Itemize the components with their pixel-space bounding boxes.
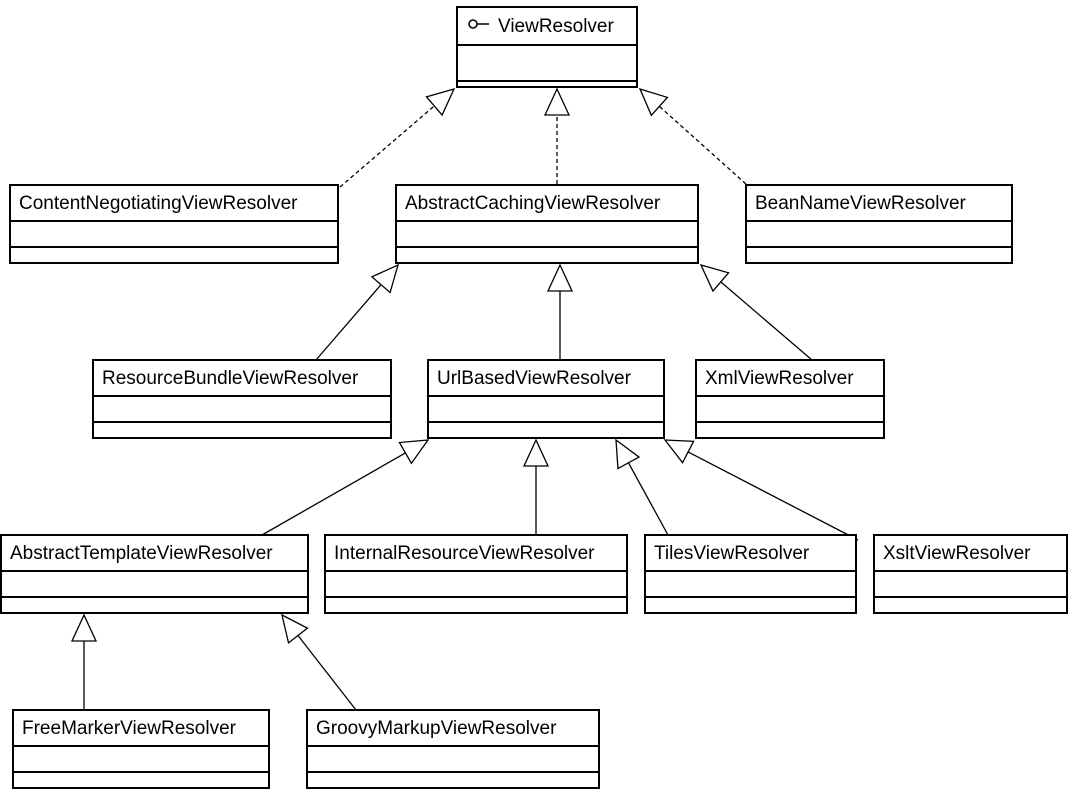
class-name: InternalResourceViewResolver	[326, 536, 626, 572]
class-box-abstractcachingviewresolver[interactable]: AbstractCachingViewResolver	[395, 184, 699, 264]
attributes-compartment	[747, 222, 1011, 248]
edge-cn	[339, 105, 435, 188]
arrowhead-xslt	[663, 439, 695, 464]
class-box-urlbasedviewresolver[interactable]: UrlBasedViewResolver	[427, 359, 665, 439]
class-box-viewresolver[interactable]: ViewResolver	[456, 6, 638, 88]
class-box-xmlviewresolver[interactable]: XmlViewResolver	[695, 359, 885, 439]
class-name: FreeMarkerViewResolver	[14, 711, 268, 747]
operations-compartment	[11, 248, 337, 254]
attributes-compartment	[94, 397, 390, 423]
class-name: AbstractTemplateViewResolver	[2, 536, 307, 572]
operations-compartment	[308, 773, 598, 779]
attributes-compartment	[397, 222, 697, 248]
edge-gm	[297, 635, 357, 711]
arrowhead-fm	[70, 613, 98, 642]
interface-lollipop-icon	[468, 19, 489, 29]
attributes-compartment	[11, 222, 337, 248]
arrowhead-bn	[638, 87, 669, 117]
class-name: XsltViewResolver	[875, 536, 1066, 572]
operations-compartment	[429, 423, 663, 429]
edge-tiles	[627, 462, 669, 536]
class-box-beannameviewresolver[interactable]: BeanNameViewResolver	[745, 184, 1013, 264]
operations-compartment	[2, 598, 307, 604]
arrowhead-gm	[281, 613, 309, 645]
edge-bn	[658, 105, 747, 185]
class-name: ContentNegotiatingViewResolver	[11, 186, 337, 222]
arrowhead-rb	[370, 263, 400, 294]
class-name: BeanNameViewResolver	[747, 186, 1011, 222]
class-name: TilesViewResolver	[646, 536, 855, 572]
arrowhead-acv	[543, 87, 571, 116]
class-box-tilesviewresolver[interactable]: TilesViewResolver	[644, 534, 857, 614]
attributes-compartment	[326, 572, 626, 598]
attributes-compartment	[14, 747, 268, 773]
attributes-compartment	[458, 46, 636, 82]
edge-xslt	[687, 451, 859, 541]
class-name: GroovyMarkupViewResolver	[308, 711, 598, 747]
operations-compartment	[94, 423, 390, 429]
attributes-compartment	[429, 397, 663, 423]
class-name: UrlBasedViewResolver	[429, 361, 663, 397]
class-box-contentnegotiatingviewresolver[interactable]: ContentNegotiatingViewResolver	[9, 184, 339, 264]
inheritance-edges	[70, 87, 859, 711]
class-box-xsltviewresolver[interactable]: XsltViewResolver	[873, 534, 1068, 614]
edge-xml	[720, 281, 813, 361]
edge-atv	[261, 452, 406, 536]
arrowhead-ir	[522, 438, 550, 467]
arrowhead-ub	[546, 263, 574, 292]
class-box-resourcebundleviewresolver[interactable]: ResourceBundleViewResolver	[92, 359, 392, 439]
arrowhead-xml	[699, 263, 730, 293]
operations-compartment	[397, 248, 697, 254]
class-name: ViewResolver	[458, 8, 636, 46]
class-name: ResourceBundleViewResolver	[94, 361, 390, 397]
operations-compartment	[875, 598, 1066, 604]
edge-rb	[315, 284, 382, 361]
class-box-groovymarkupviewresolver[interactable]: GroovyMarkupViewResolver	[306, 709, 600, 789]
operations-compartment	[458, 82, 636, 88]
attributes-compartment	[646, 572, 855, 598]
class-name: AbstractCachingViewResolver	[397, 186, 697, 222]
arrowhead-cn	[425, 87, 456, 117]
operations-compartment	[326, 598, 626, 604]
operations-compartment	[697, 423, 883, 429]
attributes-compartment	[2, 572, 307, 598]
operations-compartment	[747, 248, 1011, 254]
operations-compartment	[14, 773, 268, 779]
arrowhead-tiles	[615, 438, 641, 470]
class-box-internalresourceviewresolver[interactable]: InternalResourceViewResolver	[324, 534, 628, 614]
attributes-compartment	[308, 747, 598, 773]
operations-compartment	[646, 598, 855, 604]
attributes-compartment	[697, 397, 883, 423]
attributes-compartment	[875, 572, 1066, 598]
class-box-abstracttemplateviewresolver[interactable]: AbstractTemplateViewResolver	[0, 534, 309, 614]
class-box-freemarkerviewresolver[interactable]: FreeMarkerViewResolver	[12, 709, 270, 789]
arrowhead-atv	[398, 439, 430, 465]
class-name: XmlViewResolver	[697, 361, 883, 397]
